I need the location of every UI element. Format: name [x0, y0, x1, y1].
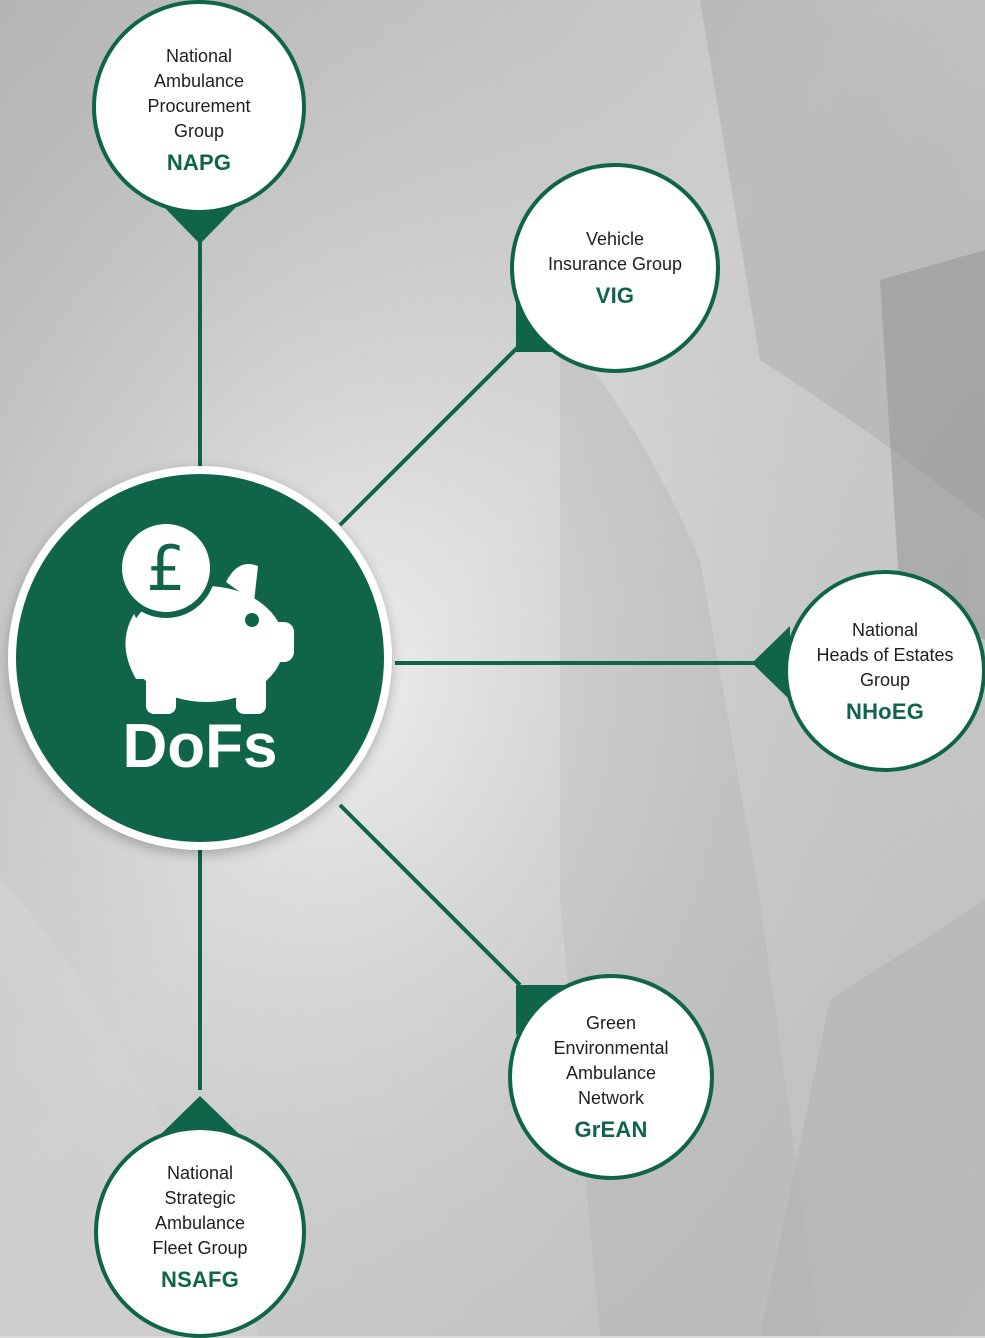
node-grean-abbr: GrEAN: [574, 1117, 648, 1142]
pound-symbol: £: [146, 532, 185, 605]
node-napg: National Ambulance Procurement Group NAP…: [92, 0, 306, 214]
node-grean: Green Environmental Ambulance Network Gr…: [508, 974, 714, 1180]
node-nhoeg-abbr: NHoEG: [846, 698, 924, 724]
node-grean-name: Green Environmental Ambulance Network: [553, 1013, 669, 1108]
node-nhoeg: National Heads of Estates Group NHoEG: [784, 570, 985, 772]
pointer-nhoeg: [752, 626, 790, 700]
node-nhoeg-name: National Heads of Estates Group: [816, 619, 954, 690]
node-napg-name: National Ambulance Procurement Group: [147, 46, 251, 141]
hub-node: £ DoFs: [8, 466, 392, 850]
node-nsafg-abbr: NSAFG: [161, 1267, 239, 1292]
pointer-nsafg: [160, 1096, 240, 1135]
hub-inner-circle: £ DoFs: [16, 474, 384, 842]
pointer-napg: [165, 208, 235, 244]
node-napg-abbr: NAPG: [166, 150, 232, 175]
node-nsafg-name: National Strategic Ambulance Fleet Group: [152, 1163, 248, 1258]
piggy-bank-icon: £: [116, 518, 294, 714]
connector-vig: [338, 343, 522, 527]
node-vig: Vehicle Insurance Group VIG: [510, 163, 720, 373]
node-vig-name: Vehicle Insurance Group: [547, 229, 683, 274]
node-vig-abbr: VIG: [595, 283, 635, 308]
hub-title: DoFs: [122, 712, 278, 781]
node-nsafg: National Strategic Ambulance Fleet Group…: [94, 1126, 306, 1338]
connector-grean: [338, 803, 522, 987]
